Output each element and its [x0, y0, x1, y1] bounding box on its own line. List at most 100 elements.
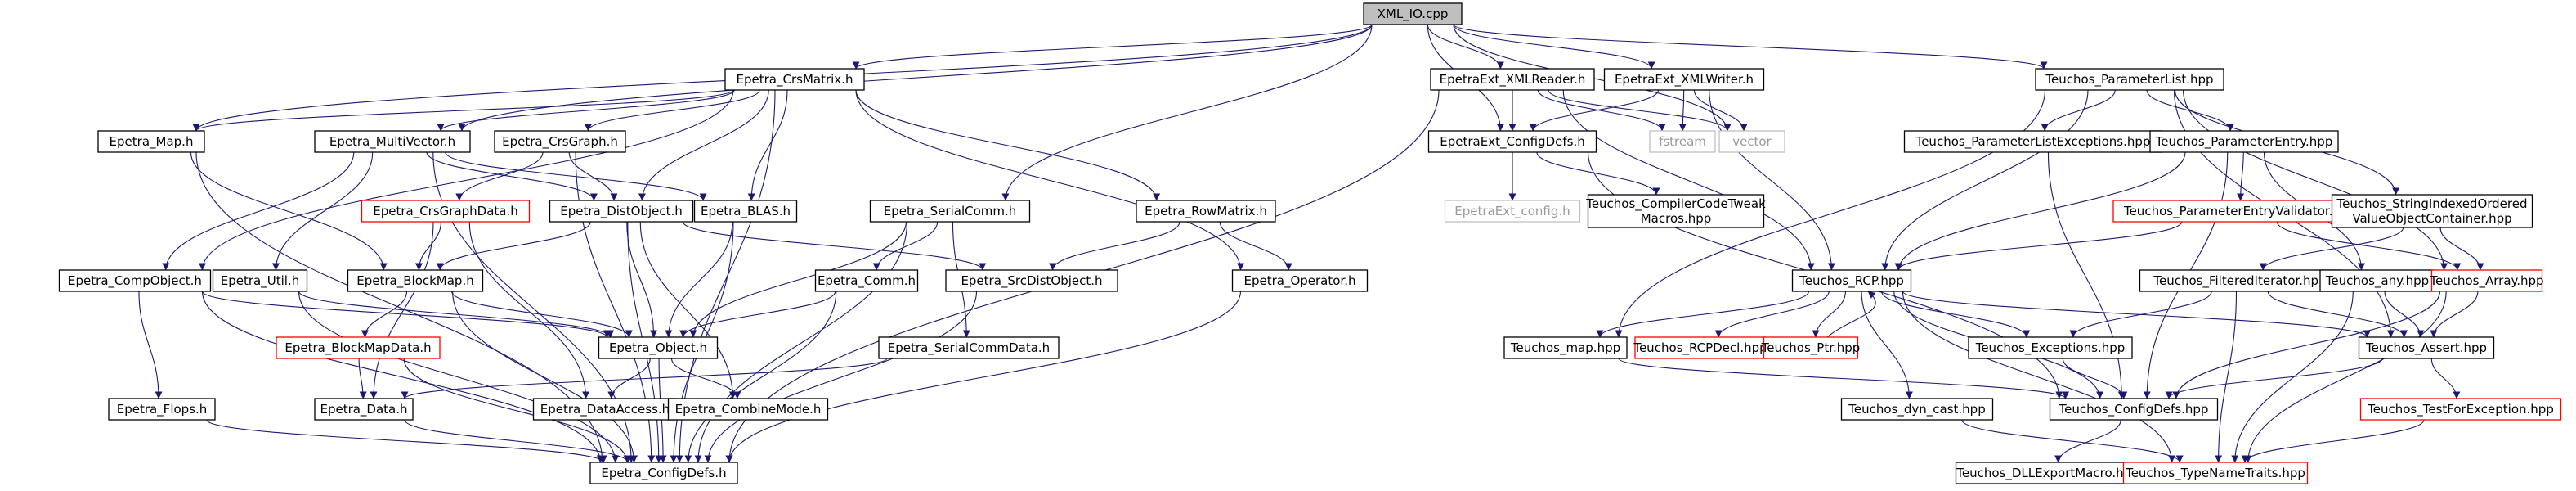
node-label-stringindexed-2: ValueObjectContainer.hpp	[2352, 211, 2511, 226]
edge-filterediterator-to-assert	[2267, 291, 2408, 338]
node-data[interactable]: Epetra_Data.h	[314, 398, 414, 421]
node-box-testforexception	[2359, 398, 2562, 421]
node-label-map: Epetra_Map.h	[110, 134, 194, 150]
node-box-parameterlist	[2035, 68, 2224, 91]
node-blockmapdata[interactable]: Epetra_BlockMapData.h	[276, 336, 441, 359]
edge-crsgraph-to-distobject	[568, 151, 618, 201]
edge-crsmatrix-to-crsgraph	[585, 89, 760, 132]
node-any[interactable]: Teuchos_any.hpp	[2319, 269, 2435, 292]
node-util[interactable]: Epetra_Util.h	[212, 269, 308, 292]
node-multivector[interactable]: Epetra_MultiVector.h	[314, 130, 471, 153]
node-parameterlist[interactable]: Teuchos_ParameterList.hpp	[2035, 68, 2224, 91]
node-flops[interactable]: Epetra_Flops.h	[108, 398, 216, 421]
node-distobject[interactable]: Epetra_DistObject.h	[549, 200, 694, 223]
edge-crsmatrix-to-blas	[747, 89, 788, 201]
node-operator[interactable]: Epetra_Operator.h	[1231, 269, 1369, 292]
edge-util-to-epetra_configdefs	[298, 291, 620, 463]
edge-teuchos_map-to-teuchos_configdefs	[1618, 358, 2069, 399]
node-box-ptr	[1763, 336, 1859, 359]
node-exceptions[interactable]: Teuchos_Exceptions.hpp	[1968, 336, 2133, 359]
edge-rowmatrix-to-operator	[1219, 221, 1292, 271]
node-xml_io[interactable]: XML_IO.cpp	[1363, 2, 1463, 25]
node-object[interactable]: Epetra_Object.h	[598, 336, 719, 359]
node-parameterlistexceptions[interactable]: Teuchos_ParameterListExceptions.hpp	[1903, 130, 2163, 153]
node-box-serialcomm	[869, 200, 1031, 223]
edge-object-to-dataaccess	[607, 358, 651, 399]
node-xmlwriter[interactable]: EpetraExt_XMLWriter.h	[1603, 68, 1765, 91]
node-box-blas	[693, 200, 798, 223]
node-serialcomm[interactable]: Epetra_SerialComm.h	[869, 200, 1031, 223]
edge-distobject-to-srcdistobject	[682, 221, 987, 271]
edge-crsmatrix-to-rowmatrix	[855, 89, 1161, 201]
node-rowmatrix[interactable]: Epetra_RowMatrix.h	[1136, 200, 1276, 223]
node-label-compilercodetweak-2: Macros.hpp	[1641, 211, 1712, 226]
edge-serialcomm-to-epetra_configdefs	[694, 221, 908, 463]
edge-xmlwriter-to-vector	[1693, 89, 1748, 132]
edge-util-to-object	[298, 291, 614, 338]
node-testforexception[interactable]: Teuchos_TestForException.hpp	[2359, 398, 2562, 421]
node-label-ext_config: EpetraExt_config.h	[1454, 204, 1570, 219]
node-rcp[interactable]: Teuchos_RCP.hpp	[1791, 269, 1912, 292]
node-dataaccess[interactable]: Epetra_DataAccess.h	[532, 398, 678, 421]
node-label-array: Teuchos_Array.hpp	[2429, 273, 2543, 289]
node-comm[interactable]: Epetra_Comm.h	[814, 269, 919, 292]
node-box-crsgraph	[494, 130, 626, 153]
node-map[interactable]: Epetra_Map.h	[97, 130, 205, 153]
node-box-teuchos_configdefs	[2049, 398, 2219, 421]
node-teuchos_map[interactable]: Teuchos_map.hpp	[1503, 336, 1628, 359]
node-xmlreader[interactable]: EpetraExt_XMLReader.h	[1430, 68, 1595, 91]
edge-parameterlistexceptions-to-teuchos_configdefs	[2047, 151, 2126, 399]
node-srcdistobject[interactable]: Epetra_SrcDistObject.h	[945, 269, 1118, 292]
edge-crsmatrix-to-operator	[855, 89, 1244, 271]
node-box-operator	[1231, 269, 1369, 292]
edge-parameterentry-to-parameterentryvalidator	[2237, 151, 2245, 201]
node-label-dataaccess: Epetra_DataAccess.h	[540, 402, 670, 417]
edge-xmlreader-to-vector	[1548, 89, 1732, 132]
edge-rcp-to-teuchos_map	[1596, 291, 1810, 338]
node-blockmap[interactable]: Epetra_BlockMap.h	[347, 269, 484, 292]
node-box-comm	[814, 269, 919, 292]
node-crsgraph[interactable]: Epetra_CrsGraph.h	[494, 130, 626, 153]
node-dyn_cast[interactable]: Teuchos_dyn_cast.hpp	[1840, 398, 1994, 421]
node-crsmatrix[interactable]: Epetra_CrsMatrix.h	[724, 68, 865, 91]
edge-rcp-to-typenametraits	[1902, 291, 2176, 463]
edge-dyn_cast-to-typenametraits	[1961, 419, 2184, 463]
node-box-ext_configdefs	[1427, 130, 1597, 153]
edge-distobject-to-combinemode	[639, 221, 737, 399]
node-label-filterediterator: Teuchos_FilteredIterator.hpp	[2153, 273, 2326, 289]
node-box-typenametraits	[2122, 462, 2309, 484]
node-box-crsgraphdata	[361, 200, 531, 223]
node-box-array	[2430, 269, 2543, 292]
node-ext_configdefs[interactable]: EpetraExt_ConfigDefs.h	[1427, 130, 1597, 153]
edge-map-to-blockmap	[190, 151, 388, 271]
node-stringindexed[interactable]: Teuchos_StringIndexedOrderedValueObjectC…	[2331, 194, 2533, 228]
node-teuchos_configdefs[interactable]: Teuchos_ConfigDefs.hpp	[2049, 398, 2219, 421]
node-parameterentryvalidator[interactable]: Teuchos_ParameterEntryValidator.hpp	[2112, 200, 2368, 223]
node-label-srcdistobject: Epetra_SrcDistObject.h	[961, 273, 1102, 289]
node-parameterentry[interactable]: Teuchos_ParameterEntry.hpp	[2149, 130, 2339, 153]
node-box-teuchos_map	[1503, 336, 1628, 359]
node-label-any: Teuchos_any.hpp	[2325, 273, 2429, 289]
edge-serialcomm-to-comm	[872, 221, 939, 271]
node-dllexport[interactable]: Teuchos_DLLExportMacro.hpp	[1955, 462, 2141, 484]
node-assert[interactable]: Teuchos_Assert.hpp	[2358, 336, 2495, 359]
node-box-parameterentry	[2149, 130, 2339, 153]
node-typenametraits[interactable]: Teuchos_TypeNameTraits.hpp	[2122, 462, 2309, 484]
edge-compobject-to-epetra_configdefs	[201, 291, 604, 463]
node-rcpdecl[interactable]: Teuchos_RCPDecl.hpp	[1633, 336, 1767, 359]
node-array[interactable]: Teuchos_Array.hpp	[2429, 269, 2544, 292]
edge-comm-to-epetra_configdefs	[684, 291, 837, 463]
node-box-parameterentryvalidator	[2112, 200, 2368, 223]
edge-exceptions-to-teuchos_configdefs	[2062, 358, 2128, 399]
node-crsgraphdata[interactable]: Epetra_CrsGraphData.h	[361, 200, 531, 223]
node-compobject[interactable]: Epetra_CompObject.h	[58, 269, 212, 292]
node-epetra_configdefs[interactable]: Epetra_ConfigDefs.h	[589, 462, 738, 484]
node-serialcommdata[interactable]: Epetra_SerialCommData.h	[878, 336, 1060, 359]
edge-parameterentryvalidator-to-array	[2276, 221, 2462, 271]
node-label-vector: vector	[1732, 134, 1772, 149]
node-combinemode[interactable]: Epetra_CombineMode.h	[667, 398, 829, 421]
node-blas[interactable]: Epetra_BLAS.h	[693, 200, 798, 223]
node-ptr[interactable]: Teuchos_Ptr.hpp	[1761, 336, 1861, 359]
node-filterediterator[interactable]: Teuchos_FilteredIterator.hpp	[2139, 269, 2341, 292]
